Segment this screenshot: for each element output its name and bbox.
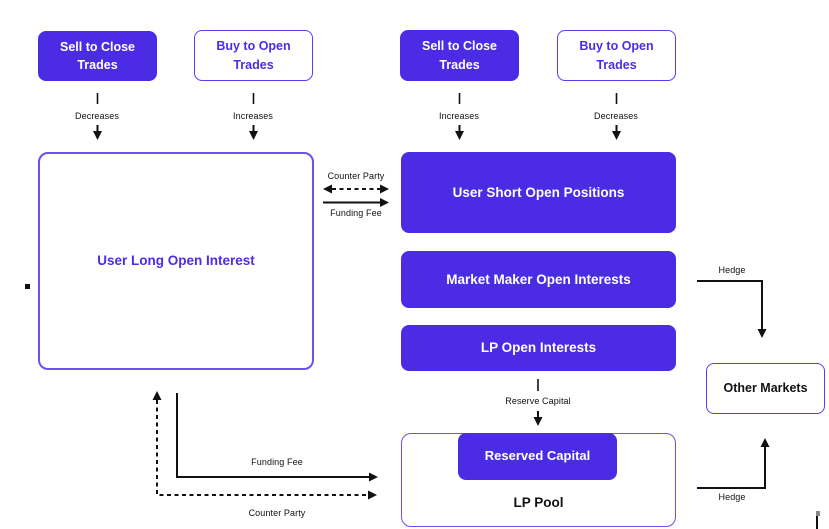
- edge-label-counter-party-mid: Counter Party: [327, 171, 385, 181]
- text-cursor-artifact: [816, 511, 820, 529]
- arrow-hedge-bottom: [697, 438, 770, 489]
- node-lp-open-interests: LP Open Interests: [401, 325, 676, 371]
- edge-label-reserve-capital: Reserve Capital: [505, 396, 571, 406]
- arrow-counter-party-bottom: [152, 391, 377, 500]
- edge-label-hedge-bottom: Hedge: [718, 492, 746, 502]
- node-market-maker-open-interests: Market Maker Open Interests: [401, 251, 676, 308]
- selection-handle-square: [25, 284, 30, 289]
- edge-label-funding-fee-bottom: Funding Fee: [251, 457, 303, 467]
- node-reserved-capital: Reserved Capital: [458, 433, 617, 480]
- arrow-hedge-top: [697, 280, 767, 338]
- node-buy-to-open-left: Buy to Open Trades: [194, 30, 313, 81]
- lp-pool-label: LP Pool: [513, 495, 564, 510]
- edge-label-funding-fee-mid: Funding Fee: [330, 208, 382, 218]
- node-sell-to-close-right: Sell to Close Trades: [400, 30, 519, 81]
- node-user-short-open-positions: User Short Open Positions: [401, 152, 676, 233]
- node-buy-to-open-right: Buy to Open Trades: [557, 30, 676, 81]
- edge-label-hedge-top: Hedge: [718, 265, 746, 275]
- edge-label-counter-party-bottom: Counter Party: [248, 508, 306, 518]
- node-user-long-open-interest: User Long Open Interest: [38, 152, 314, 370]
- node-other-markets: Other Markets: [706, 363, 825, 414]
- edge-label-decreases-left: Decreases: [75, 111, 119, 121]
- edge-label-decreases-right: Decreases: [594, 111, 638, 121]
- edge-label-increases-right: Increases: [439, 111, 479, 121]
- node-sell-to-close-left: Sell to Close Trades: [38, 31, 157, 81]
- edge-label-increases-left: Increases: [233, 111, 273, 121]
